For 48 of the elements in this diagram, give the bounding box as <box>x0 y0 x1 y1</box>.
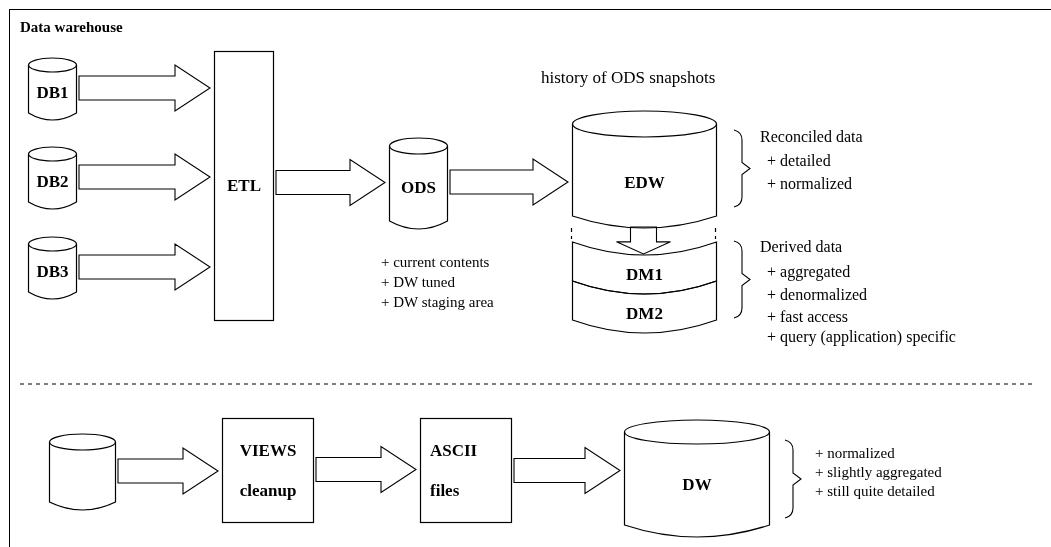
node-label: ETL <box>227 175 261 197</box>
node-caption: + DW staging area <box>381 293 494 311</box>
block-arrow <box>78 64 211 112</box>
annotation-text: + still quite detailed <box>815 482 935 500</box>
node-label: EDW <box>624 172 665 193</box>
database-cylinder <box>389 138 448 229</box>
process-box <box>214 51 274 321</box>
cylinder-segment <box>572 281 717 333</box>
node-caption: history of ODS snapshots <box>541 68 716 89</box>
annotation-text: Derived data <box>760 237 843 257</box>
block-arrow <box>615 226 672 255</box>
block-arrow <box>513 446 621 495</box>
frame-border <box>9 9 1051 547</box>
block-arrow <box>449 158 569 206</box>
frame-title: Data warehouse <box>20 19 123 36</box>
annotation-text: + aggregated <box>767 262 851 282</box>
database-cylinder <box>28 58 77 120</box>
annotation-text: + query (application) specific <box>767 327 956 347</box>
annotation-text: Reconciled data <box>760 127 863 147</box>
node-caption: + DW tuned <box>381 273 455 291</box>
node-label: DB3 <box>36 261 69 282</box>
block-arrow <box>78 243 211 291</box>
annotation-text: + slightly aggregated <box>815 463 942 481</box>
database-cylinder <box>572 111 717 228</box>
node-label: DB1 <box>36 82 69 103</box>
database-cylinder <box>28 147 77 209</box>
database-cylinder <box>28 237 77 299</box>
node-label: DW <box>682 474 712 495</box>
annotation-text: + denormalized <box>767 285 868 305</box>
annotation-text: + detailed <box>767 151 831 171</box>
block-arrow <box>275 158 386 207</box>
process-box <box>420 418 512 523</box>
node-label: DB2 <box>36 171 69 192</box>
node-label: DM1 <box>626 264 663 285</box>
node-label: ODS <box>401 177 436 198</box>
annotation-text: + normalized <box>815 444 895 462</box>
node-label: VIEWS cleanup <box>238 439 298 502</box>
block-arrow <box>78 153 211 201</box>
node-label: ASCII files <box>430 439 479 502</box>
annotation-text: + normalized <box>767 174 852 194</box>
database-cylinder <box>49 434 116 510</box>
annotation-text: + fast access <box>767 307 848 327</box>
block-arrow <box>315 445 417 494</box>
database-cylinder <box>624 420 770 537</box>
node-label: DM2 <box>626 303 663 324</box>
process-box <box>222 418 314 523</box>
node-caption: + current contents <box>381 253 490 271</box>
block-arrow <box>117 447 219 495</box>
